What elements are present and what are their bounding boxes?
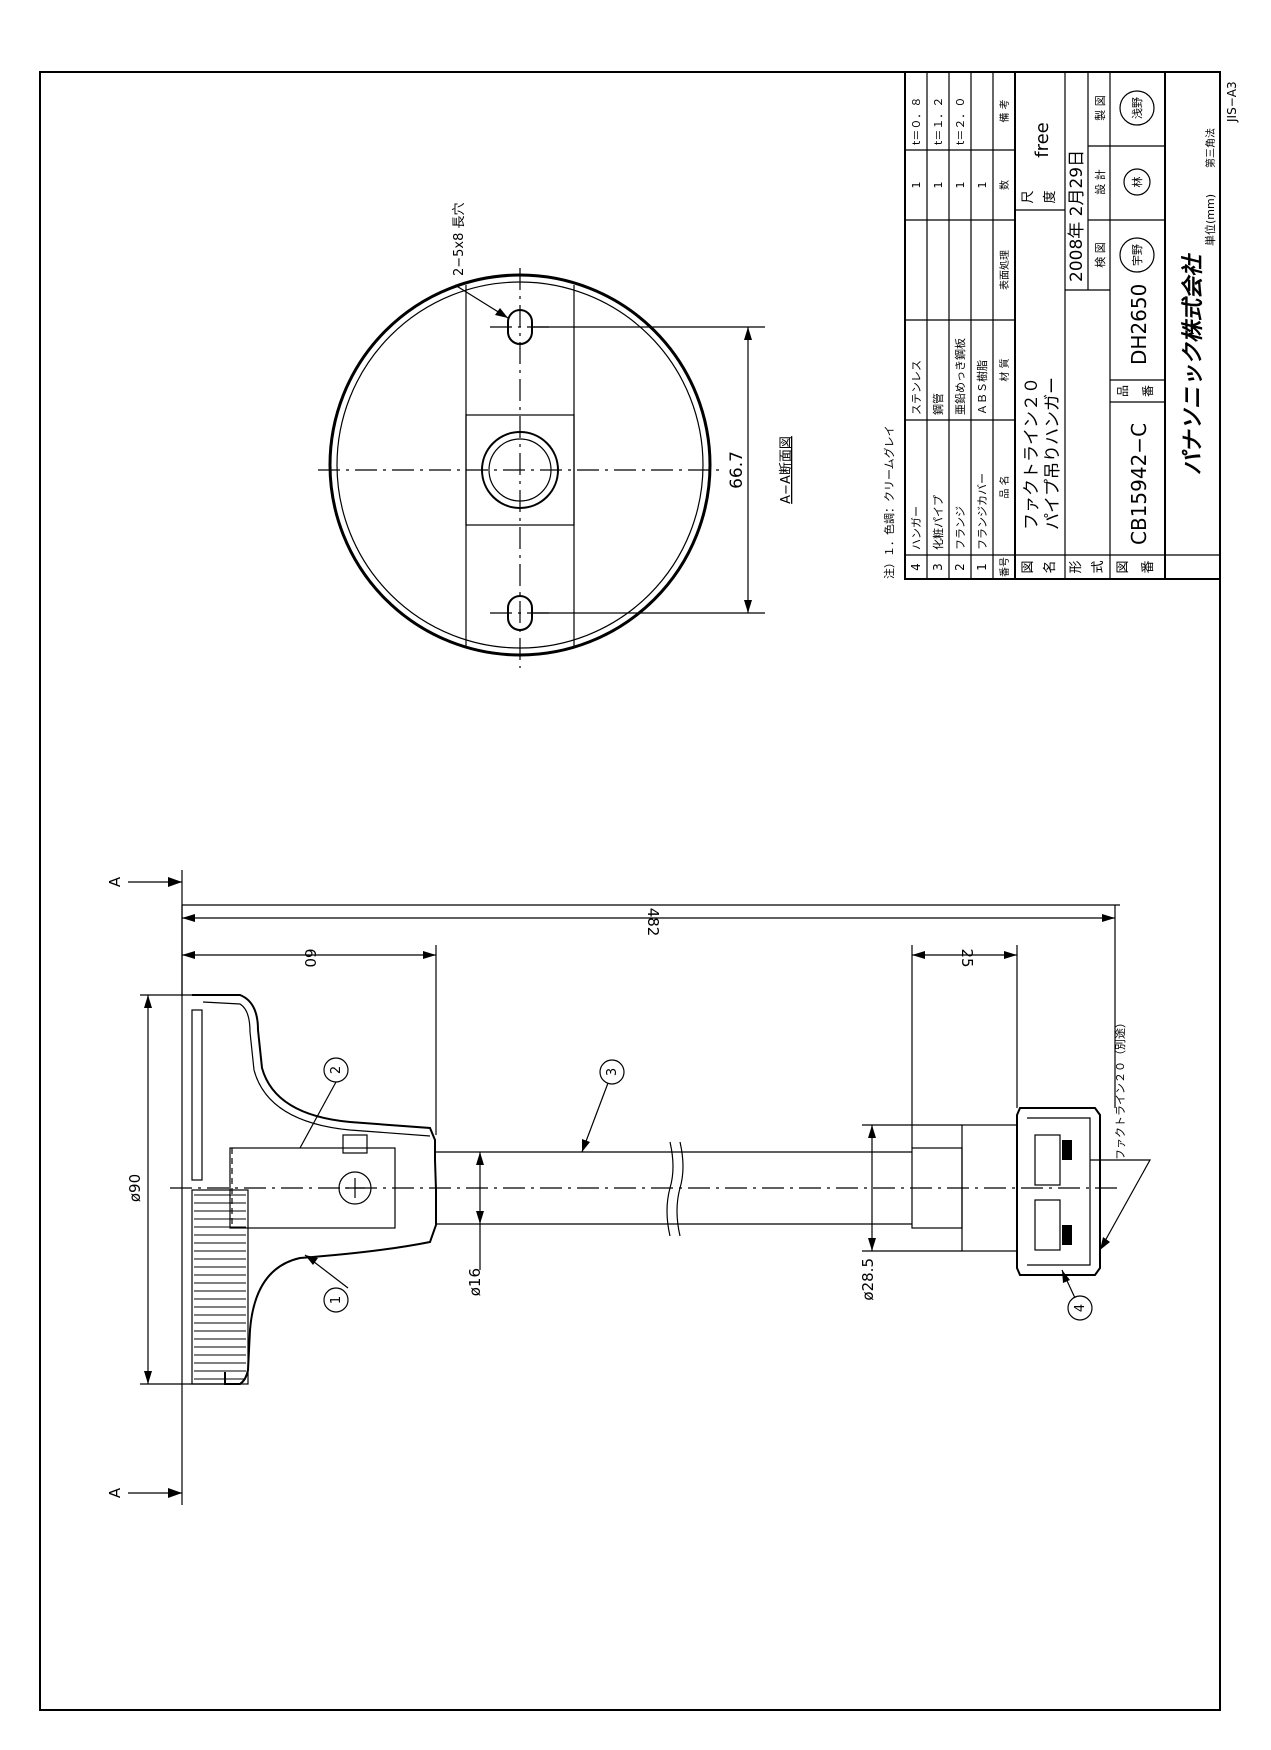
dim-hanger-depth-text: 25 — [958, 948, 976, 967]
part-qty: 1 — [932, 182, 945, 189]
part-qty: 1 — [910, 182, 923, 189]
parts-row-4: 4 ハンガー ステンレス 1 t＝０．８ — [909, 97, 923, 571]
parts-row-3: 3 化粧パイプ 鋼管 1 t＝１．２ — [931, 97, 945, 571]
company-name: パナソニック株式会社 — [1180, 252, 1206, 475]
section-mark-top: A — [106, 876, 124, 887]
part-material: ＡＢＳ樹脂 — [975, 360, 989, 415]
parts-row-2: 2 フランジ 亜鉛めっき鋼板 1 t＝２．０ — [953, 97, 967, 571]
drawing-name-label: 名 — [1042, 560, 1058, 573]
header-material: 材 質 — [998, 358, 1011, 381]
drawing-name-line2: パイプ吊りハンガー — [1043, 377, 1063, 530]
parts-header-row: 番号 品 名 材 質 表面処理 数 備 考 — [998, 99, 1011, 577]
drawing-no-label: 図 — [1116, 560, 1131, 573]
balloon-1: 1 — [304, 1254, 349, 1313]
set-screw — [338, 1171, 372, 1205]
part-no: 2 — [953, 563, 967, 571]
header-remarks: 備 考 — [998, 99, 1011, 122]
knurl-hatch — [194, 1194, 246, 1380]
flange-plate — [191, 1009, 203, 1181]
header-name: 品 名 — [998, 475, 1011, 498]
dim-flange-depth-text: 60 — [301, 948, 319, 967]
part-no: 4 — [909, 563, 923, 571]
drawing-name-line1: ファクトライン２０ — [1022, 377, 1042, 530]
section-view-title: A−A断面図 — [779, 436, 794, 504]
part-remarks: t＝２．０ — [954, 97, 967, 145]
section-view-a-a: 66.7 2−5x8 長穴 A−A断面図 — [318, 202, 794, 668]
section-mark-bottom: A — [106, 1487, 124, 1498]
draft-label: 製 図 — [1093, 95, 1107, 121]
drawing-frame — [39, 71, 1221, 1711]
balloon-4: 4 — [1061, 1269, 1093, 1321]
design-label: 設 計 — [1093, 169, 1107, 195]
drawing-number: CB15942−C — [1127, 423, 1151, 545]
note-color: 注）１．色調：クリームグレイ — [882, 425, 896, 579]
part-name: ハンガー — [910, 506, 923, 550]
header-finish: 表面処理 — [998, 250, 1011, 290]
part-name: フランジカバー — [976, 473, 989, 550]
product-no-label: 番 — [1141, 385, 1155, 397]
scale-label: 度 — [1042, 190, 1058, 203]
stamp-draft-text: 浅野 — [1131, 97, 1144, 119]
scale-label: 尺 — [1021, 190, 1036, 203]
part-remarks: t＝０．８ — [910, 97, 923, 145]
part-remarks: t＝１．２ — [932, 97, 945, 145]
balloon-3: 3 — [581, 1059, 625, 1153]
balloon-2: 2 — [299, 1057, 349, 1149]
dim-cover-dia-text: ø28.5 — [859, 1258, 877, 1301]
drawing-no-label: 番 — [1141, 560, 1156, 573]
part-no: 3 — [931, 563, 945, 571]
drawing-date: 2008年 2月29日 — [1067, 150, 1087, 282]
pipe-break — [676, 1141, 684, 1237]
product-number: DH2650 — [1127, 284, 1151, 365]
balloon-3-label: 3 — [605, 1068, 620, 1076]
unit-label: 単位(mm) — [1203, 194, 1217, 246]
part-name: フランジ — [954, 506, 967, 550]
dim-flange-dia-text: ø90 — [126, 1174, 144, 1202]
note-factline: ファクトライン２０（別途） — [1113, 1017, 1127, 1160]
side-view: A A — [106, 870, 1152, 1505]
balloon-4-label: 4 — [1073, 1304, 1088, 1312]
header-no: 番号 — [999, 557, 1011, 577]
screw-head — [342, 1134, 368, 1154]
parts-row-1: 1 フランジカバー ＡＢＳ樹脂 1 — [975, 182, 989, 571]
sheet-size: JIS−A3 — [1225, 81, 1239, 123]
dim-hole-span-text: 66.7 — [727, 451, 747, 489]
product-no-label: 品 — [1116, 385, 1130, 397]
header-qty: 数 — [998, 180, 1011, 190]
stamp-check-text: 宇野 — [1131, 244, 1144, 266]
pipe-break — [666, 1141, 674, 1237]
model-label: 式 — [1091, 560, 1106, 573]
balloon-2-label: 2 — [329, 1066, 344, 1074]
part-name: 化粧パイプ — [931, 495, 945, 550]
part-qty: 1 — [954, 182, 967, 189]
stamp-design-text: 林 — [1130, 177, 1144, 188]
scale-value: free — [1032, 122, 1053, 158]
balloon-1-label: 1 — [329, 1296, 344, 1304]
flange-boss — [229, 1147, 396, 1229]
hanger-channel — [1016, 1107, 1101, 1276]
stamp-check: 宇野 — [1119, 237, 1155, 273]
projection-label: 第三角法 — [1204, 128, 1217, 168]
dim-pipe-dia-text: ø16 — [466, 1268, 484, 1296]
stamp-design: 林 — [1123, 168, 1151, 196]
drawing-name-label: 図 — [1021, 560, 1036, 573]
callout-slot-holes: 2−5x8 長穴 — [452, 202, 467, 276]
part-material: 亜鉛めっき鋼板 — [953, 338, 967, 415]
flange-cover-inner — [202, 1001, 431, 1137]
model-label: 形 — [1069, 560, 1084, 573]
stamp-draft: 浅野 — [1119, 90, 1155, 126]
part-qty: 1 — [976, 182, 989, 189]
part-material: ステンレス — [910, 360, 923, 415]
title-block: 注）１．色調：クリームグレイ 4 ハンガー ステンレス 1 t＝０．８ 3 化粧… — [882, 71, 1221, 580]
check-label: 検 図 — [1093, 242, 1107, 268]
part-no: 1 — [975, 563, 989, 571]
part-material: 鋼管 — [931, 393, 945, 415]
dim-total-length-text: 482 — [644, 908, 662, 937]
